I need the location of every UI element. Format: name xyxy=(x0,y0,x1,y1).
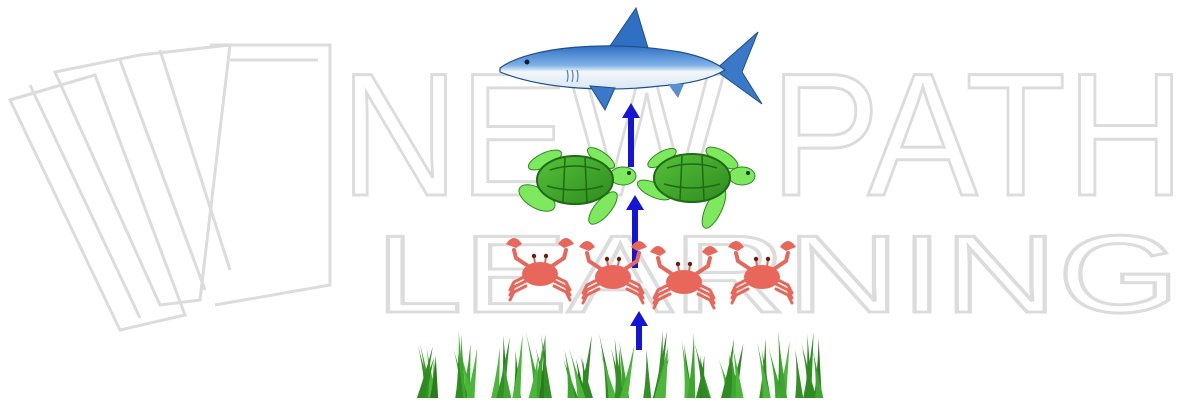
seagrass-clump xyxy=(526,331,552,398)
seagrass-clump xyxy=(795,332,823,398)
seagrass-clump xyxy=(719,338,744,398)
seagrass-clump xyxy=(417,343,438,398)
shark-eye xyxy=(525,60,530,65)
seagrass-clump xyxy=(454,330,478,398)
turtle-shell xyxy=(537,156,613,204)
seagrass-clump xyxy=(491,334,523,398)
seagrass-clump xyxy=(599,334,634,398)
seagrass-clump xyxy=(757,332,790,398)
seagrass xyxy=(417,330,823,398)
turtle-shell xyxy=(654,154,730,202)
seagrass-clump xyxy=(563,335,593,398)
seagrass-clump xyxy=(643,330,669,398)
seagrass-clump xyxy=(681,333,711,398)
watermark-line1: NEW PATH xyxy=(340,38,1185,233)
shark-dorsal-fin xyxy=(610,8,648,48)
watermark-book-logo xyxy=(10,45,330,330)
